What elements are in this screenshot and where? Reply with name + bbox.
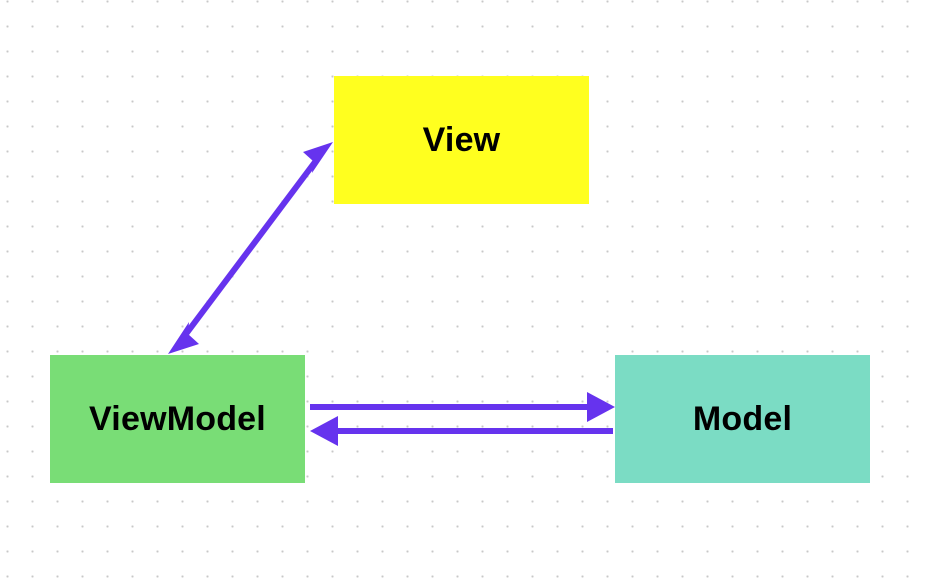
edge-view-viewmodel[interactable] <box>168 142 333 354</box>
edge-viewmodel-to-model[interactable] <box>310 392 615 422</box>
edge-view-viewmodel-head-up <box>303 142 333 173</box>
edge-viewmodel-to-model-head <box>587 392 615 422</box>
edge-view-viewmodel-head-down <box>168 322 199 354</box>
node-viewmodel[interactable]: ViewModel <box>50 355 305 483</box>
node-view[interactable]: View <box>334 76 589 204</box>
edge-model-to-viewmodel-head <box>310 416 338 446</box>
node-model[interactable]: Model <box>615 355 870 483</box>
edge-view-viewmodel-line <box>180 156 321 340</box>
edge-model-to-viewmodel[interactable] <box>310 416 613 446</box>
